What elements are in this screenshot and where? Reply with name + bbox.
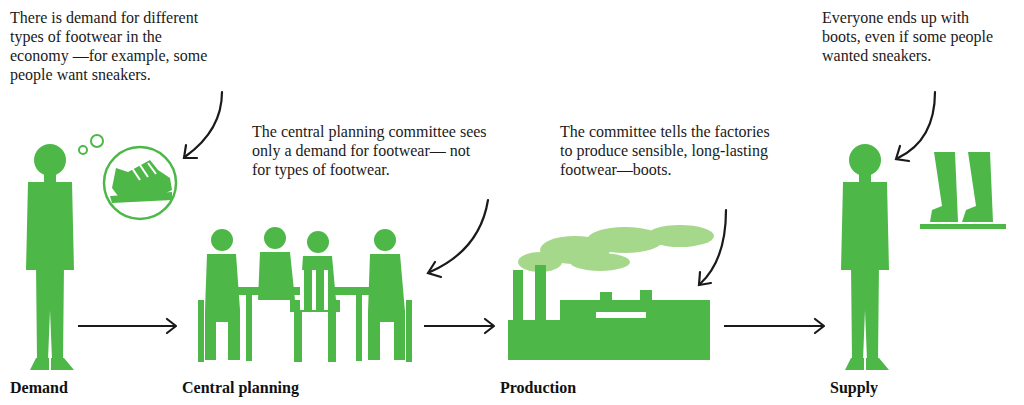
committee-figure: [198, 227, 412, 362]
flow-arrow: [424, 319, 494, 333]
boots-figure: [920, 152, 1006, 229]
callout-text: The committee tells the factories to pro…: [560, 122, 775, 179]
stage-node: Demand: [10, 145, 72, 397]
flow-arrow: [78, 319, 176, 333]
person-figure: [841, 144, 889, 370]
leader-arrow: [184, 92, 935, 285]
stage-label: Supply: [830, 378, 892, 397]
stage-label: Central planning: [182, 378, 418, 397]
flow-arrow: [724, 319, 824, 333]
thought-bubble: [79, 135, 176, 219]
stage-node: Production: [500, 215, 718, 397]
callout-text: The central planning committee sees only…: [252, 122, 492, 179]
stage-node: Central planning: [182, 215, 418, 397]
factory-figure: [508, 225, 714, 360]
stage-node: Supply: [830, 145, 892, 397]
person-figure: [26, 144, 74, 370]
callout-text: There is demand for different types of f…: [10, 8, 222, 84]
stage-label: Demand: [10, 378, 72, 397]
callout-text: Everyone ends up with boots, even if som…: [822, 8, 1007, 65]
stage-label: Production: [500, 378, 718, 397]
